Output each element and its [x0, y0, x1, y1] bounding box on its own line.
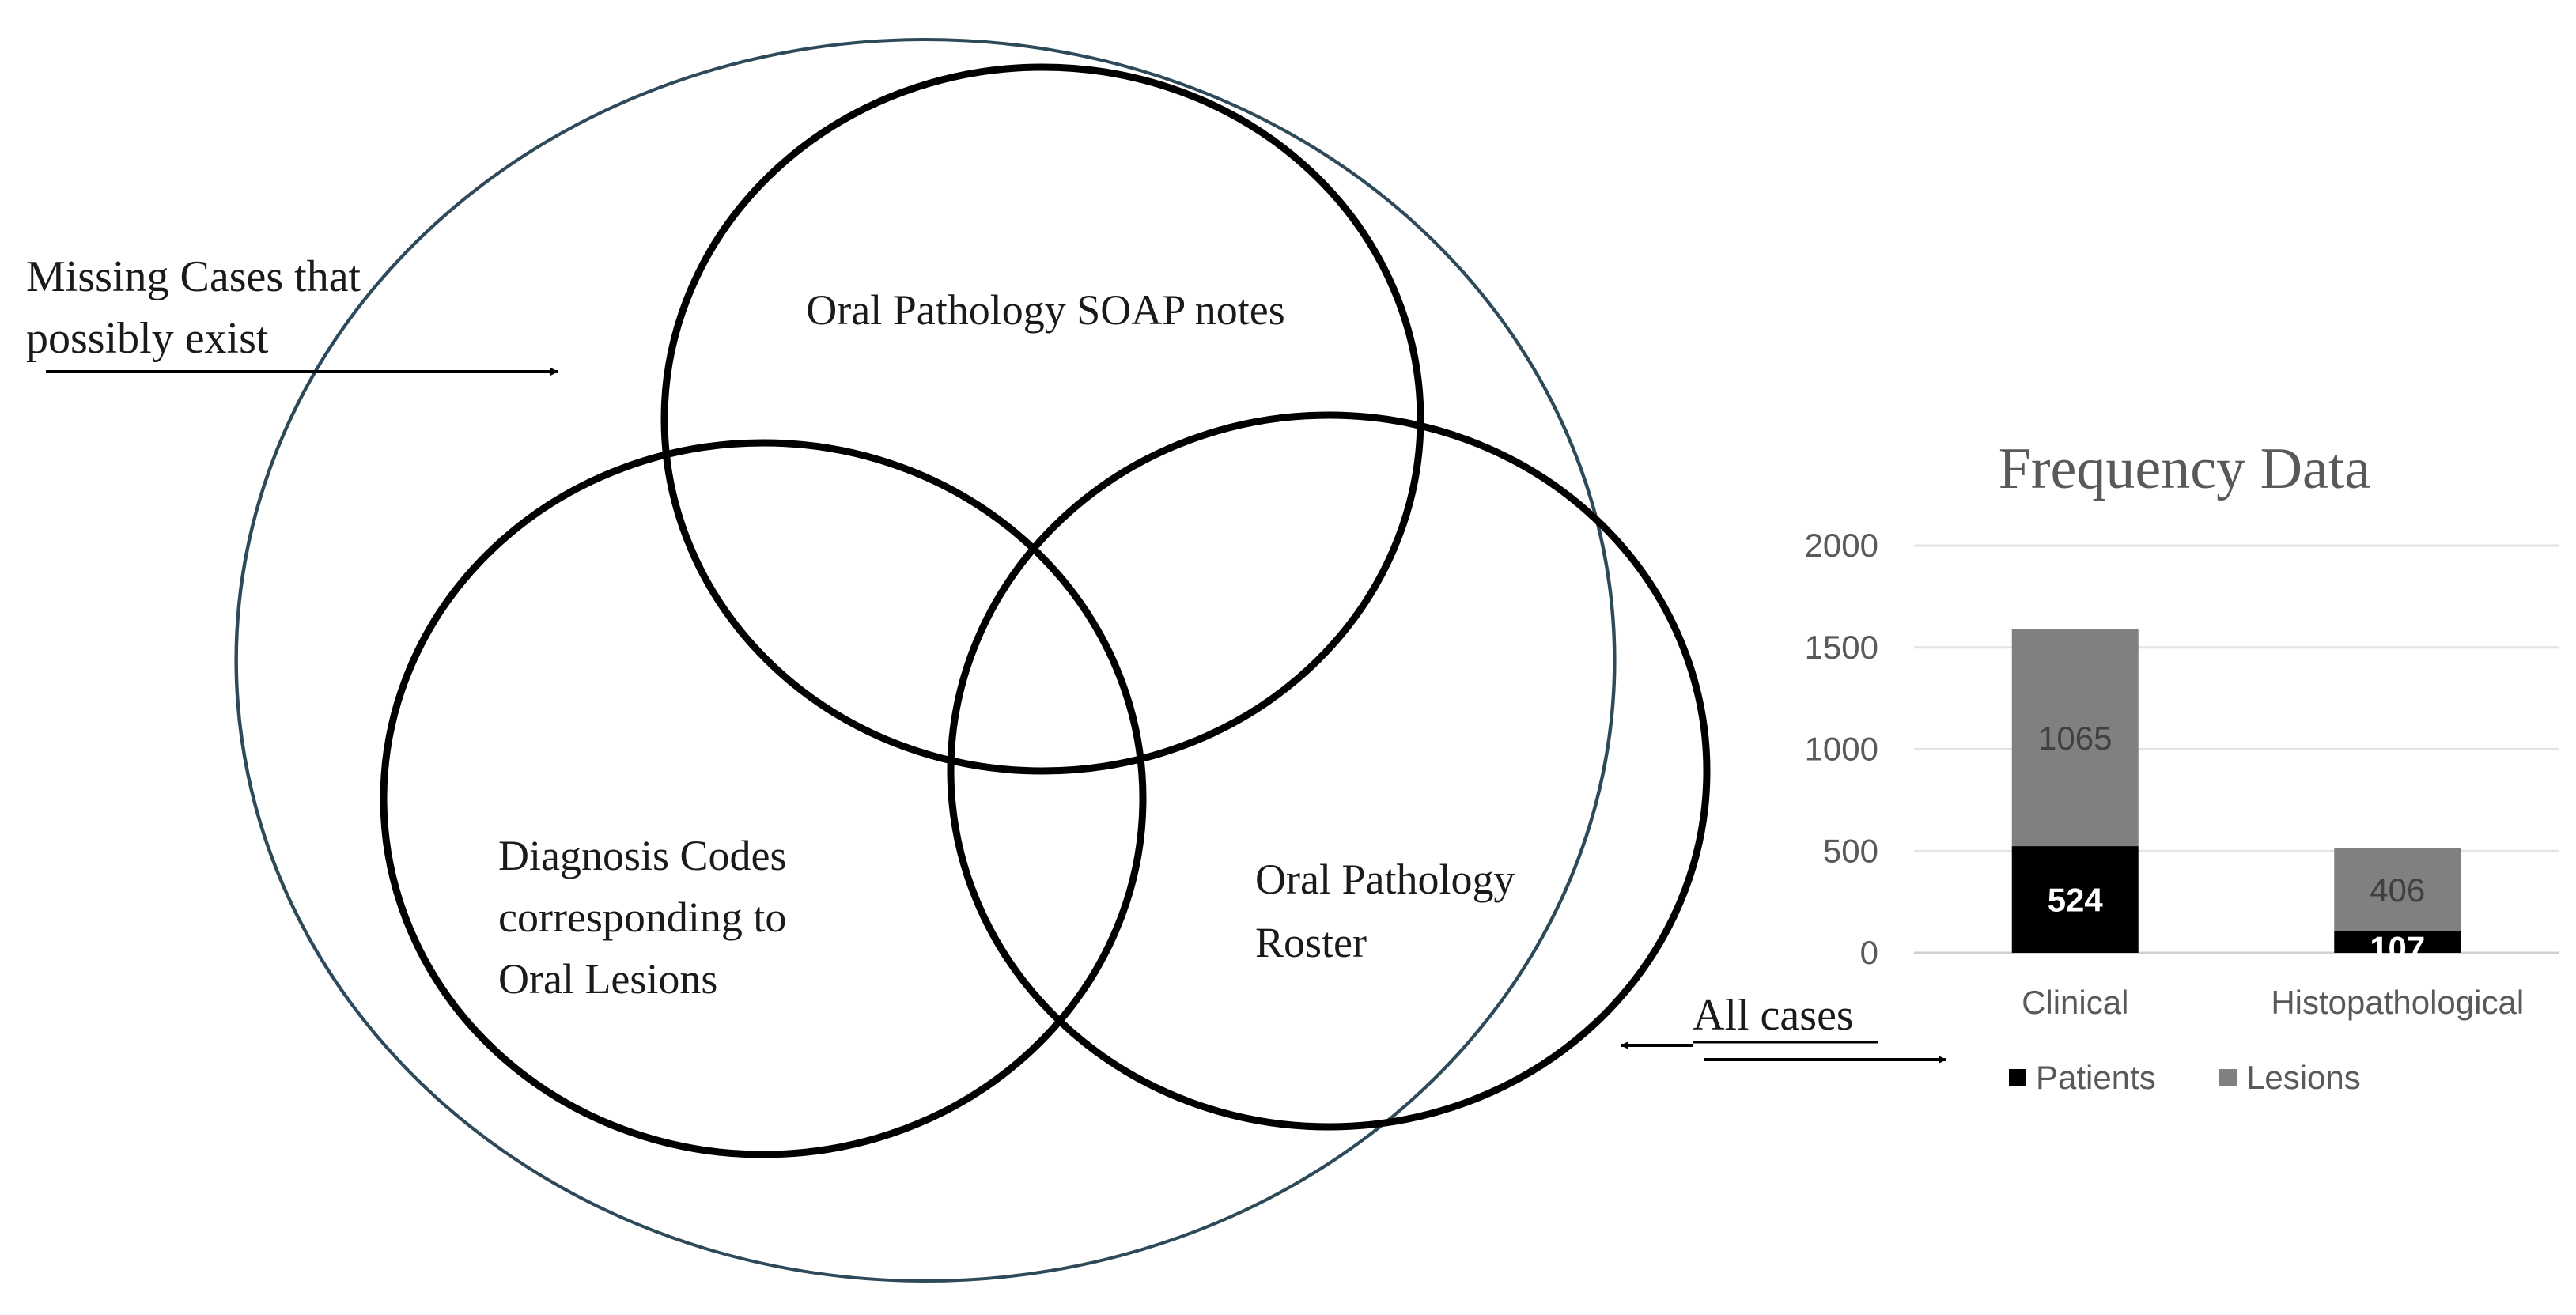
y-tick-label: 2000 — [1805, 527, 1878, 564]
all-cases-label: All cases — [1693, 991, 1854, 1040]
diagnosis-codes-circle — [380, 439, 1147, 1158]
category-label: Histopathological — [2271, 984, 2524, 1021]
soap-notes-circle — [660, 63, 1424, 775]
bar-lesions — [2011, 629, 2139, 847]
chart-legend: Patients Lesions — [2009, 1059, 2361, 1096]
chart-category-labels: Clinical Histopathological — [2022, 984, 2524, 1021]
legend-swatch-patients — [2009, 1069, 2026, 1086]
chart-gridlines — [1914, 544, 2559, 954]
data-label: 524 — [2048, 882, 2104, 919]
bar-patients — [2011, 846, 2139, 953]
frequency-chart: Frequency Data 0 500 1000 1500 2000 524 1065 1… — [1805, 436, 2559, 1096]
category-label: Clinical — [2022, 984, 2128, 1021]
chart-y-ticks: 0 500 1000 1500 2000 — [1805, 527, 1878, 971]
chart-bars — [2011, 629, 2461, 953]
legend-label-patients: Patients — [2036, 1059, 2156, 1096]
chart-data-labels: 524 1065 107 406 — [2038, 720, 2425, 966]
y-tick-label: 0 — [1860, 934, 1878, 971]
legend-label-lesions: Lesions — [2246, 1059, 2361, 1096]
data-label: 1065 — [2038, 720, 2112, 757]
venn-diagram: Oral Pathology SOAP notes Diagnosis Code… — [26, 38, 1946, 1283]
roster-circle — [947, 411, 1711, 1131]
roster-label: Oral Pathology Roster — [1255, 856, 1526, 966]
missing-cases-label: Missing Cases that possibly exist — [26, 252, 372, 363]
y-tick-label: 1000 — [1805, 731, 1878, 768]
all-cases-ellipse — [234, 38, 1617, 1283]
chart-title: Frequency Data — [1999, 436, 2371, 501]
y-tick-label: 1500 — [1805, 629, 1878, 666]
y-tick-label: 500 — [1823, 832, 1878, 869]
bar-lesions — [2334, 848, 2461, 931]
data-label: 107 — [2370, 929, 2425, 966]
soap-notes-label: Oral Pathology SOAP notes — [806, 286, 1285, 334]
legend-swatch-lesions — [2219, 1069, 2237, 1086]
bar-patients — [2334, 931, 2461, 953]
data-label: 406 — [2370, 871, 2425, 909]
diagnosis-codes-label: Diagnosis Codes corresponding to Oral Le… — [498, 832, 797, 1003]
